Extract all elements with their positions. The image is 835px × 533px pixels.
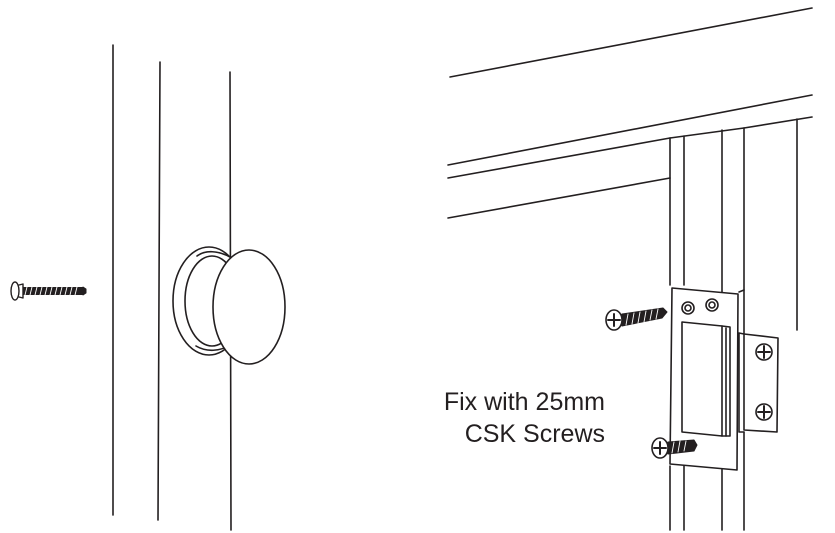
wood-screw-icon	[605, 307, 668, 331]
screw-head-icon	[755, 343, 773, 421]
caption-line-2: CSK Screws	[464, 420, 605, 448]
machine-screw-icon	[10, 281, 87, 301]
door-frame-right	[447, 7, 813, 531]
fixing-instruction: Fix with 25mm CSK Screws	[444, 386, 605, 450]
door-knob-icon	[172, 246, 286, 365]
caption-line-1: Fix with 25mm	[443, 388, 605, 416]
wood-screw-icon	[651, 437, 698, 459]
